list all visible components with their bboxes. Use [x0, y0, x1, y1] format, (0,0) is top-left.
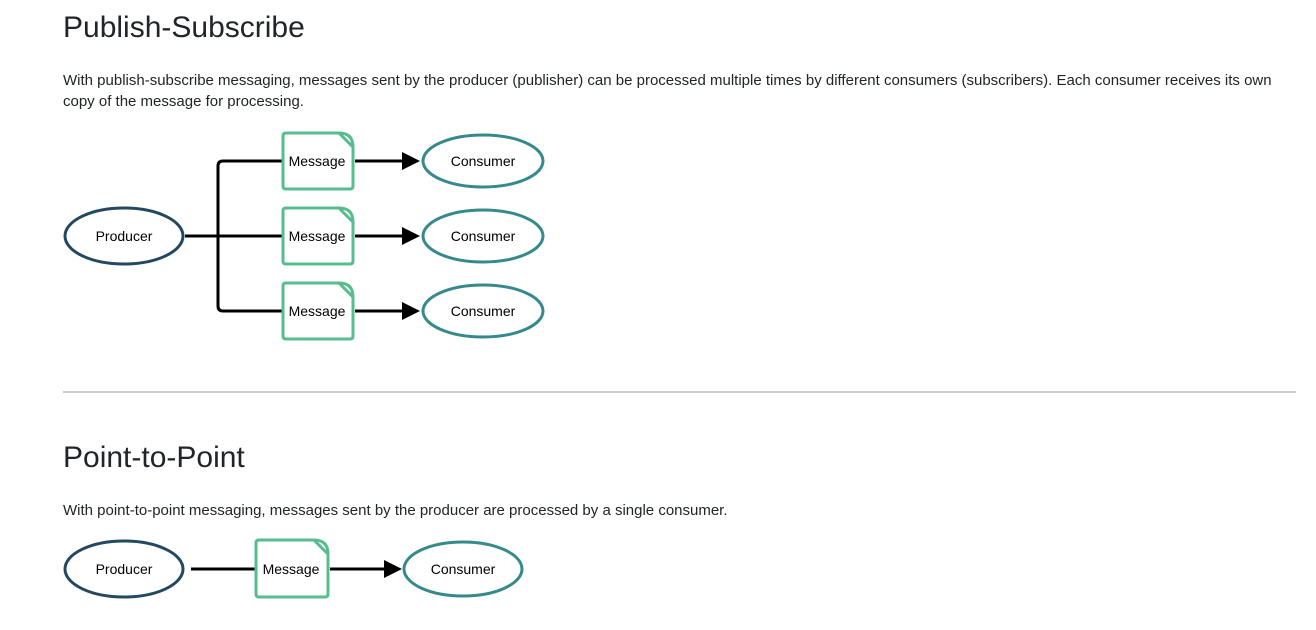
message-label: Message	[289, 228, 346, 244]
producer-node: Producer	[63, 206, 185, 266]
consumer-label: Consumer	[451, 153, 516, 169]
producer-label: Producer	[96, 228, 153, 244]
folded-corner-icon	[337, 281, 355, 299]
message-node: Message	[281, 131, 355, 191]
message-to-consumer-arrow	[355, 302, 420, 320]
page-content: Publish-Subscribe With publish-subscribe…	[0, 10, 1316, 602]
consumer-label: Consumer	[451, 228, 516, 244]
pubsub-diagram: Producer Message Message Message Co	[63, 131, 545, 341]
folded-corner-icon	[337, 206, 355, 224]
pubsub-description: With publish-subscribe messaging, messag…	[63, 72, 1272, 110]
p2p-description: With point-to-point messaging, messages …	[63, 502, 728, 519]
p2p-diagram: Producer Message Consumer	[63, 538, 524, 599]
arrowhead-icon	[402, 152, 420, 170]
pubsub-heading: Publish-Subscribe	[63, 11, 305, 44]
arrowhead-icon	[402, 302, 420, 320]
consumer-node: Consumer	[421, 208, 545, 264]
message-label: Message	[289, 153, 346, 169]
consumer-node: Consumer	[421, 133, 545, 189]
folded-corner-icon	[312, 538, 330, 556]
section-divider	[63, 391, 1296, 393]
message-node: Message	[254, 538, 330, 599]
message-to-consumer-arrow	[355, 152, 420, 170]
consumer-label: Consumer	[451, 303, 516, 319]
producer-label: Producer	[96, 561, 153, 577]
message-to-consumer-arrow	[330, 560, 402, 578]
consumer-node: Consumer	[402, 540, 524, 598]
fanout-branch-lines	[216, 159, 283, 313]
p2p-heading: Point-to-Point	[63, 441, 245, 474]
message-label: Message	[263, 561, 320, 577]
arrowhead-icon	[384, 560, 402, 578]
message-node: Message	[281, 281, 355, 341]
consumer-node: Consumer	[421, 283, 545, 339]
message-label: Message	[289, 303, 346, 319]
arrowhead-icon	[402, 227, 420, 245]
message-to-consumer-arrow	[355, 227, 420, 245]
folded-corner-icon	[337, 131, 355, 149]
producer-node: Producer	[63, 539, 185, 599]
consumer-label: Consumer	[431, 561, 496, 577]
message-node: Message	[281, 206, 355, 266]
